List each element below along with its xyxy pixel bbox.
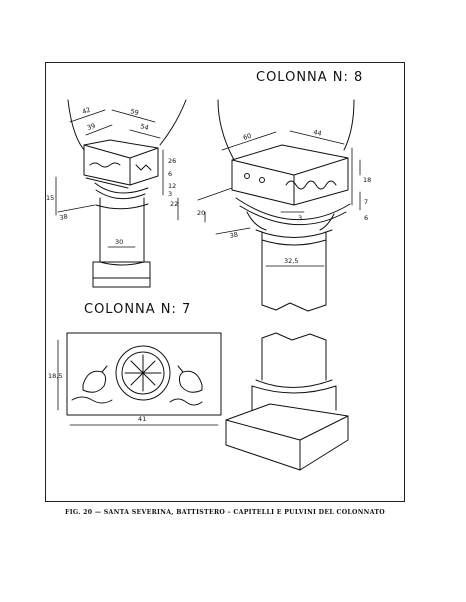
dim-right-7: 7 bbox=[364, 198, 368, 206]
dim-right-3: 3 bbox=[298, 214, 302, 222]
left-column-capital bbox=[67, 99, 187, 200]
right-column-capital bbox=[217, 99, 355, 231]
title-colonna-8: COLONNA N: 8 bbox=[256, 70, 364, 85]
slab-dimensions bbox=[57, 339, 219, 426]
dim-right-32-5: 32,5 bbox=[284, 257, 298, 265]
drawing-plate bbox=[45, 62, 405, 502]
dim-right-6: 6 bbox=[364, 214, 368, 222]
dim-left-30: 30 bbox=[115, 238, 123, 246]
dim-right-38: 38 bbox=[229, 231, 239, 240]
column-base bbox=[225, 332, 349, 471]
left-column-dimensions bbox=[55, 109, 179, 248]
dim-right-20: 20 bbox=[197, 209, 205, 217]
dim-left-54: 54 bbox=[139, 122, 149, 132]
dim-left-26: 26 bbox=[168, 157, 176, 165]
dim-left-38: 38 bbox=[59, 212, 69, 222]
dim-left-15: 15 bbox=[46, 194, 54, 202]
figure-caption: FIG. 20 — SANTA SEVERINA, BATTISTERO – C… bbox=[65, 509, 385, 516]
dim-left-12: 12 bbox=[168, 182, 176, 190]
left-column-shaft bbox=[92, 197, 151, 288]
dim-left-59: 59 bbox=[129, 107, 139, 117]
carved-slab bbox=[66, 332, 222, 416]
dim-left-6: 6 bbox=[168, 170, 172, 178]
right-column-shaft bbox=[255, 229, 333, 312]
dim-slab-41: 41 bbox=[138, 415, 146, 423]
right-column-dimensions bbox=[197, 130, 361, 267]
title-colonna-7: COLONNA N: 7 bbox=[84, 302, 192, 317]
dim-left-39: 39 bbox=[86, 122, 96, 132]
dim-left-3: 3 bbox=[168, 190, 172, 198]
dim-left-22: 22 bbox=[170, 200, 178, 208]
dim-left-42: 42 bbox=[81, 106, 91, 116]
dim-right-18: 18 bbox=[363, 176, 371, 184]
dim-slab-18-5: 18,5 bbox=[48, 372, 62, 380]
dim-right-60: 60 bbox=[242, 132, 252, 142]
dim-right-44: 44 bbox=[313, 128, 323, 138]
